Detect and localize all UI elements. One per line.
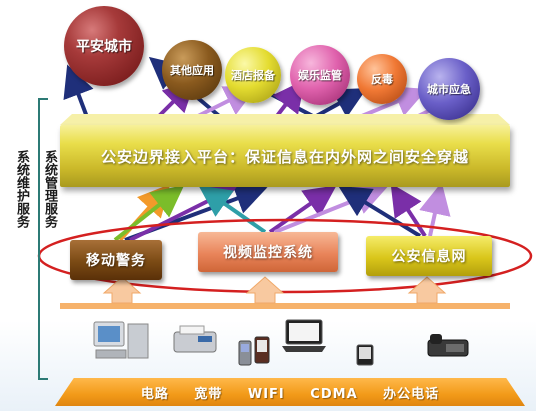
maintenance-label: 系统维护服务	[14, 150, 29, 228]
node-hotel-registration: 酒店报备	[225, 47, 281, 103]
mobile-phone-icon	[238, 340, 252, 366]
bracket-tick	[38, 378, 48, 380]
laptop-icon	[282, 319, 326, 352]
smartphone-icon	[356, 344, 374, 366]
node-entertainment-regulation: 娱乐监管	[290, 45, 350, 105]
pda-device-icon	[254, 336, 270, 364]
arrow	[113, 185, 185, 242]
network-access-band: 电路 宽带 WIFI CDMA 办公电话	[55, 378, 525, 406]
network-band-label: 电路 宽带 WIFI CDMA 办公电话	[140, 386, 440, 402]
fax-machine-icon	[173, 325, 217, 353]
office-phone-icon	[427, 334, 469, 357]
border-access-platform: 公安边界接入平台：保证信息在内外网之间安全穿越	[60, 125, 510, 187]
up-arrow	[407, 276, 447, 304]
arrow	[390, 183, 427, 238]
platform-label: 公安边界接入平台：保证信息在内外网之间安全穿越	[100, 147, 469, 166]
node-city-emergency: 城市应急	[418, 58, 480, 120]
arrow	[338, 185, 422, 238]
desktop-computer-icon	[93, 321, 149, 359]
arrow	[198, 185, 267, 234]
arrow	[419, 182, 451, 237]
platform-top-face	[60, 114, 510, 125]
system-mobile-police: 移动警务	[70, 240, 162, 280]
bracket-tick	[38, 98, 48, 100]
arrow	[268, 185, 337, 234]
arrow	[274, 184, 388, 234]
up-arrow	[245, 276, 285, 304]
system-public-security-network: 公安信息网	[366, 236, 492, 276]
access-bar	[60, 303, 510, 309]
up-arrow	[102, 276, 142, 304]
management-label: 系统管理服务	[42, 150, 57, 228]
node-safe-city: 平安城市	[64, 6, 144, 86]
node-other-apps: 其他应用	[162, 40, 222, 100]
system-video-surveillance: 视频监控系统	[198, 232, 338, 272]
maintenance-bracket	[38, 98, 40, 380]
node-anti-drug: 反毒	[357, 54, 407, 104]
